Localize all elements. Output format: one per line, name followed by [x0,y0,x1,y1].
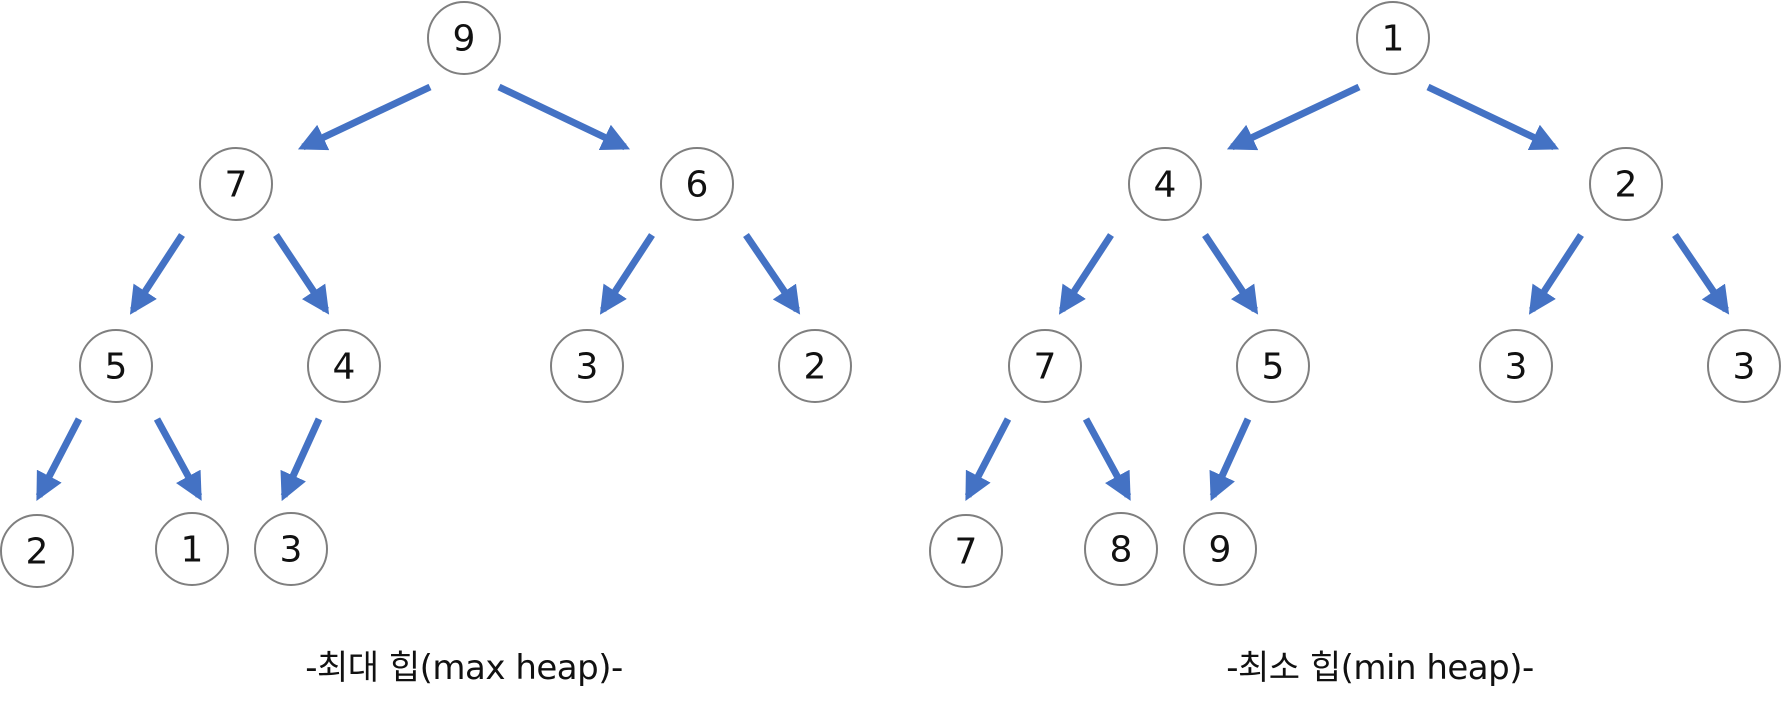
min-heap-edge-1-3 [1058,233,1114,315]
max-heap-node-circle [550,329,624,403]
max-heap-node-value: 4 [333,347,356,388]
max-heap-node-value: 2 [804,347,827,388]
max-heap-node-7: 2 [0,514,74,588]
min-heap-edge-2-6 [1672,233,1730,315]
min-heap-edge-3-8 [1082,417,1132,501]
min-heap-node-3: 7 [1008,329,1082,403]
min-heap-node-circle [1479,329,1553,403]
min-heap-edge-0-2 [1426,83,1560,151]
min-heap-edge-3-7 [964,417,1012,501]
max-heap-node-circle [427,1,501,75]
min-heap-node-circle [1183,512,1257,586]
max-heap-edge-2-5 [599,233,655,315]
max-heap-node-6: 2 [778,329,852,403]
max-heap-node-value: 3 [280,530,303,571]
min-heap-edge-1-4 [1202,233,1259,315]
max-heap-edge-2-6 [743,233,801,315]
min-heap-node-value: 5 [1262,347,1285,388]
min-heap-caption: -최소 힙(min heap)- [1226,648,1534,688]
max-heap-edge-1-4 [273,233,330,315]
max-heap-edge-1-3 [129,233,185,315]
max-heap-node-5: 3 [550,329,624,403]
max-heap-edge-0-2 [497,83,631,151]
min-heap-node-value: 2 [1615,165,1638,206]
max-heap-edge-4-9 [280,417,323,502]
min-heap-node-circle [1356,1,1430,75]
max-heap-node-circle [307,329,381,403]
max-heap-node-9: 3 [254,512,328,586]
max-heap-node-circle [254,512,328,586]
min-heap-node-circle [1236,329,1310,403]
max-heap-node-value: 3 [576,347,599,388]
max-heap-node-0: 9 [427,1,501,75]
min-heap-tree: 1 4 2 7 5 3 3 7 8 9 [929,1,1781,588]
max-heap-node-value: 9 [453,19,476,60]
max-heap-edge-0-1 [297,83,432,151]
max-heap-tree: 9 7 6 5 4 3 2 2 1 3 [0,1,852,588]
min-heap-node-6: 3 [1707,329,1781,403]
min-heap-node-7: 7 [929,514,1003,588]
min-heap-node-value: 9 [1209,530,1232,571]
max-heap-node-value: 1 [181,530,204,571]
min-heap-node-9: 9 [1183,512,1257,586]
max-heap-node-8: 1 [155,512,229,586]
min-heap-node-value: 7 [955,532,978,573]
max-heap-caption: -최대 힙(max heap)- [305,648,623,688]
min-heap-node-8: 8 [1084,512,1158,586]
min-heap-node-circle [1128,147,1202,221]
min-heap-node-value: 8 [1110,530,1133,571]
min-heap-edge-0-1 [1226,83,1361,151]
min-heap-node-5: 3 [1479,329,1553,403]
min-heap-node-value: 3 [1505,347,1528,388]
min-heap-node-circle [1589,147,1663,221]
min-heap-node-4: 5 [1236,329,1310,403]
max-heap-node-circle [0,514,74,588]
max-heap-node-value: 2 [26,532,49,573]
max-heap-node-3: 5 [79,329,153,403]
min-heap-node-value: 3 [1733,347,1756,388]
min-heap-edge-4-9 [1209,417,1252,502]
min-heap-node-value: 1 [1382,19,1405,60]
min-heap-node-circle [1707,329,1781,403]
min-heap-node-circle [929,514,1003,588]
max-heap-node-value: 5 [105,347,128,388]
max-heap-edge-3-7 [35,417,83,501]
max-heap-node-circle [660,147,734,221]
min-heap-node-2: 2 [1589,147,1663,221]
max-heap-node-value: 7 [225,165,248,206]
min-heap-node-value: 4 [1154,165,1177,206]
max-heap-node-circle [79,329,153,403]
max-heap-node-circle [155,512,229,586]
min-heap-node-1: 4 [1128,147,1202,221]
max-heap-node-circle [778,329,852,403]
max-heap-node-circle [199,147,273,221]
min-heap-node-value: 7 [1034,347,1057,388]
min-heap-edge-2-5 [1528,233,1584,315]
max-heap-node-value: 6 [686,165,709,206]
max-heap-node-4: 4 [307,329,381,403]
max-heap-node-1: 7 [199,147,273,221]
min-heap-node-0: 1 [1356,1,1430,75]
min-heap-node-circle [1008,329,1082,403]
max-heap-edge-3-8 [153,417,203,501]
min-heap-node-circle [1084,512,1158,586]
max-heap-node-2: 6 [660,147,734,221]
